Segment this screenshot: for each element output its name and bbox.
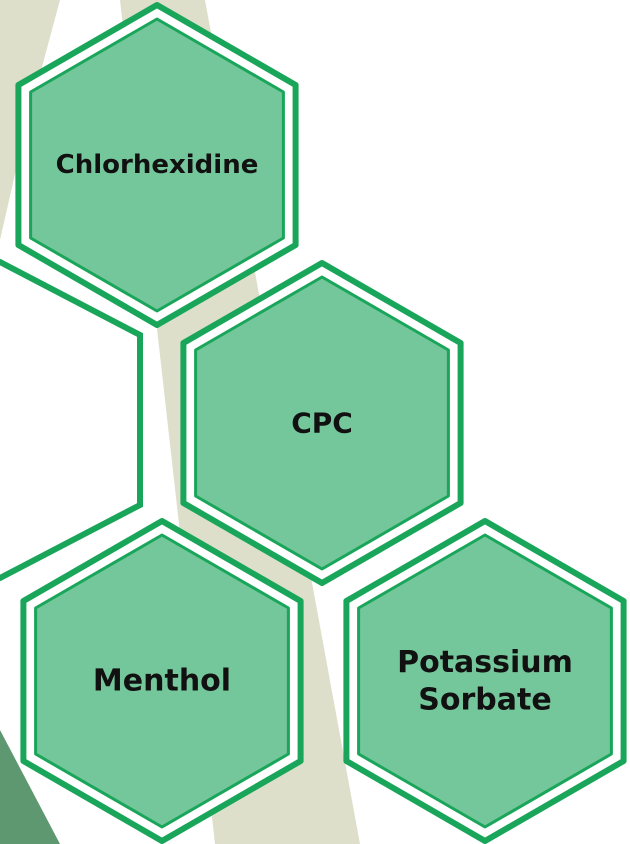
- hexagon-menthol: Menthol: [20, 518, 304, 844]
- hexagon-cpc: CPC: [180, 260, 464, 586]
- hexagon-label: CPC: [291, 407, 353, 440]
- hexagon-label: Sorbate: [418, 682, 551, 717]
- hexagon-inner-fill: [194, 275, 450, 571]
- hexagon-chlorhexidine: Chlorhexidine: [15, 2, 299, 328]
- beige-left-strip: [0, 0, 60, 240]
- hexagon-inner-fill: [29, 17, 285, 313]
- hexagon-label: Chlorhexidine: [56, 150, 259, 180]
- partial-hexagon-outline: [0, 258, 143, 582]
- hexagon-inner-fill: [34, 533, 290, 829]
- hexagon-inner-fill: [357, 533, 613, 829]
- hexagon-label: Menthol: [93, 664, 231, 699]
- hexagon-label: Potassium: [397, 645, 573, 680]
- dark-green-corner: [0, 730, 60, 844]
